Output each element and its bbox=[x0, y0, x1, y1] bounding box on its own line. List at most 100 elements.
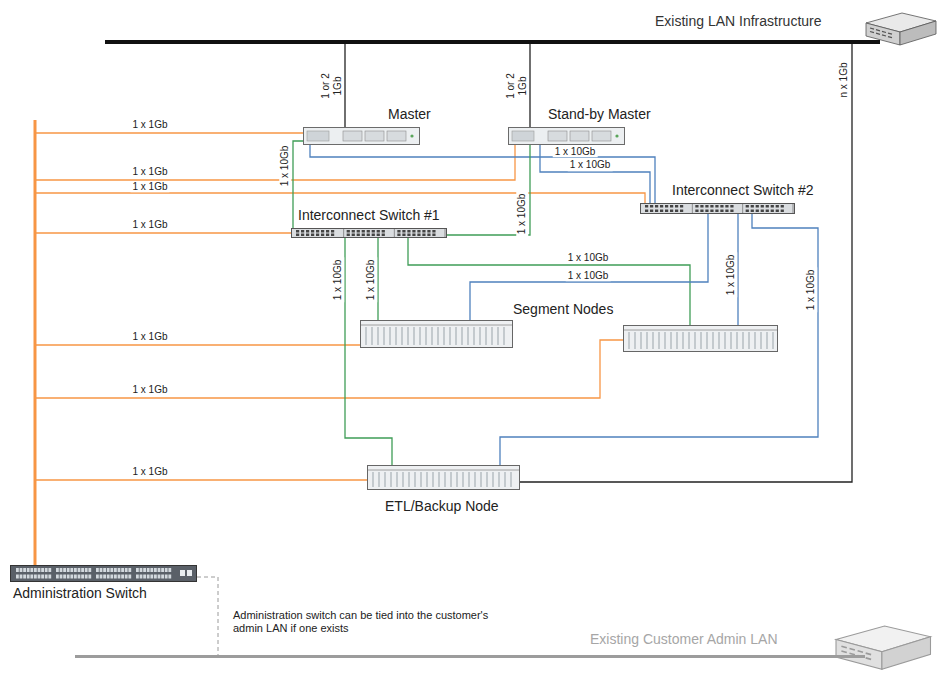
switch-port bbox=[382, 234, 385, 237]
link-label: 1 x 1Gb bbox=[130, 119, 169, 131]
network-link bbox=[529, 44, 530, 127]
switch-port bbox=[125, 568, 128, 572]
switch-port bbox=[326, 234, 329, 237]
switch-port bbox=[705, 205, 708, 208]
switch-port bbox=[20, 568, 23, 572]
status-led bbox=[615, 134, 618, 137]
switch-port bbox=[311, 230, 314, 233]
module-divider bbox=[445, 229, 446, 237]
switch-port bbox=[147, 575, 150, 579]
drive-bay bbox=[480, 327, 481, 345]
switch-port bbox=[347, 234, 350, 237]
switch-port bbox=[121, 575, 124, 579]
switch-port bbox=[730, 210, 733, 213]
switch-port bbox=[96, 568, 99, 572]
drive-bay bbox=[504, 327, 505, 345]
switch-port bbox=[74, 575, 77, 579]
server-2u bbox=[623, 325, 778, 352]
switch-port bbox=[751, 210, 754, 213]
switch-port bbox=[665, 210, 668, 213]
switch-port bbox=[412, 230, 415, 233]
switch-port bbox=[655, 210, 658, 213]
lan-band: Existing LAN Infrastructure bbox=[105, 40, 880, 44]
switch-port bbox=[100, 575, 103, 579]
drive-bay bbox=[415, 472, 416, 487]
drive-bay bbox=[743, 332, 744, 349]
switch-port bbox=[675, 210, 678, 213]
switch-port bbox=[427, 234, 430, 237]
drive-bay bbox=[409, 472, 410, 487]
switch-port bbox=[63, 568, 66, 572]
network-switch: Interconnect Switch #1 bbox=[291, 228, 447, 238]
drive-bay bbox=[499, 472, 500, 487]
node-label: Stand-by Master bbox=[548, 106, 651, 122]
switch-port bbox=[362, 234, 365, 237]
server-1u: Stand-by Master bbox=[508, 127, 625, 145]
module-divider bbox=[394, 229, 395, 237]
switch-port bbox=[306, 234, 309, 237]
switch-port bbox=[296, 234, 299, 237]
link-label: 1 x 1Gb bbox=[130, 166, 169, 178]
drive-bay bbox=[707, 332, 708, 349]
network-link bbox=[737, 214, 738, 325]
drive-bay bbox=[737, 332, 738, 349]
drive-bay bbox=[457, 472, 458, 487]
device-icon bbox=[291, 228, 447, 238]
switch-chassis bbox=[11, 566, 197, 582]
switch-port bbox=[60, 568, 63, 572]
switch-port bbox=[660, 205, 663, 208]
network-link bbox=[377, 238, 378, 320]
switch-port bbox=[23, 575, 26, 579]
switch-port bbox=[140, 575, 143, 579]
drive-bay bbox=[677, 332, 678, 349]
chassis-strip bbox=[368, 470, 519, 471]
switch-port bbox=[665, 205, 668, 208]
switch-port bbox=[407, 234, 410, 237]
switch-port bbox=[70, 575, 73, 579]
switch-port bbox=[776, 205, 779, 208]
network-link bbox=[35, 145, 515, 565]
switch-port bbox=[88, 568, 91, 572]
switch-port bbox=[128, 575, 131, 579]
server-chassis bbox=[368, 466, 520, 490]
switch-port bbox=[16, 575, 19, 579]
switch-port bbox=[751, 205, 754, 208]
link-label: 1 x 1Gb bbox=[130, 181, 169, 193]
drive-bay bbox=[665, 332, 666, 349]
server-panel bbox=[512, 131, 534, 141]
switch-port bbox=[771, 210, 774, 213]
switch-port bbox=[136, 568, 139, 572]
switch-port bbox=[756, 205, 759, 208]
link-label: 1 x 1Gb bbox=[130, 466, 169, 478]
switch-port bbox=[147, 568, 150, 572]
switch-port bbox=[63, 575, 66, 579]
drive-bay bbox=[408, 327, 409, 345]
drive-bay bbox=[701, 332, 702, 349]
switch-port bbox=[352, 234, 355, 237]
switch-port bbox=[407, 230, 410, 233]
switch-port bbox=[382, 230, 385, 233]
switch-port bbox=[700, 205, 703, 208]
switch-chassis bbox=[292, 229, 447, 238]
link-label: 1 x 10Gb bbox=[516, 192, 528, 237]
switch-port bbox=[103, 575, 106, 579]
switch-port bbox=[27, 575, 30, 579]
switch-port bbox=[38, 575, 41, 579]
network-link bbox=[344, 44, 345, 127]
switch-port bbox=[161, 575, 164, 579]
uplink-port bbox=[187, 570, 192, 576]
switch-port bbox=[781, 205, 784, 208]
network-link bbox=[35, 340, 623, 565]
drive-bay bbox=[462, 327, 463, 345]
drive-bay bbox=[773, 332, 774, 349]
switch-port bbox=[321, 230, 324, 233]
link-label: 1 x 1Gb bbox=[130, 331, 169, 343]
switch-port bbox=[776, 210, 779, 213]
switch-port bbox=[23, 568, 26, 572]
switch-port bbox=[715, 210, 718, 213]
link-label: 1 x 10Gb bbox=[279, 144, 291, 189]
drive-bay bbox=[378, 327, 379, 345]
link-label: 1 x 10Gb bbox=[553, 146, 598, 158]
drive-bay bbox=[365, 131, 384, 141]
switch-port bbox=[150, 568, 153, 572]
